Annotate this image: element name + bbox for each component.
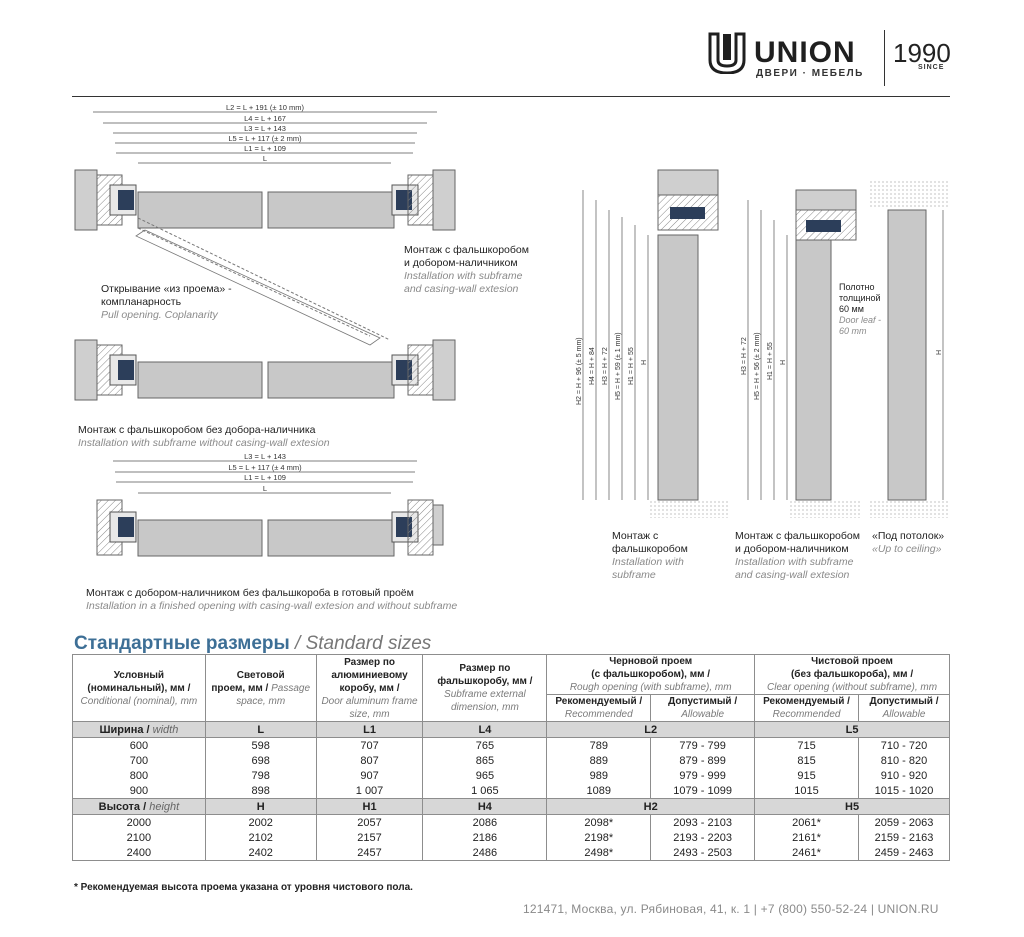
dim-c-h: H <box>936 350 943 355</box>
dim-mid-l5: L5 = L + 117 (± 4 mm) <box>228 463 302 472</box>
width-group-row: Ширина / width L L1 L4 L2 L5 <box>72 721 950 738</box>
dim-b-h5: H5 = H + 56 (± 2 mm) <box>754 332 761 400</box>
dim-mid-l: L <box>263 484 267 493</box>
section-title: Стандартные размеры / Standard sizes <box>74 633 432 654</box>
th-clear: Чистовой проем(без фальшкороба), мм /Cle… <box>754 654 950 695</box>
caption-vertical-ceiling: «Под потолок» «Up to ceiling» <box>872 530 945 555</box>
caption-casing-no-subframe: Монтаж с добором-наличником без фальшкор… <box>86 587 458 612</box>
dim-b-h3: H3 = H + 72 <box>741 337 748 375</box>
caption-vertical-subframe-casing: Монтаж с фальшкоробом и добором-наличник… <box>735 530 860 581</box>
dim-l3: L3 = L + 143 <box>244 124 286 133</box>
caption-pull-opening: Открывание «из проема» - компланарность … <box>101 283 232 321</box>
standard-sizes-table: Условный(номинальный), мм /Conditional (… <box>72 654 950 861</box>
dim-l5: L5 = L + 117 (± 2 mm) <box>228 134 302 143</box>
vertical-section-diagrams: H2 = H + 96 (± 5 mm) H4 = H + 84 H3 = H … <box>576 169 950 518</box>
footnote: * Рекомендуемая высота проема указана от… <box>74 882 413 893</box>
caption-subframe-no-casing: Монтаж с фальшкоробом без добора-налични… <box>78 424 330 449</box>
footer-contacts: 121471, Москва, ул. Рябиновая, 41, к. 1 … <box>523 902 939 916</box>
union-logo-mark <box>706 32 748 79</box>
th-clear-allowable: Допустимый /Allowable <box>858 694 950 722</box>
brand-year: 1990 <box>893 38 951 68</box>
brand-tagline: ДВЕРИ · МЕБЕЛЬ <box>756 68 864 79</box>
dim-b-h1: H1 = H + 55 <box>767 342 774 380</box>
header-rule <box>72 96 950 97</box>
caption-vertical-subframe: Монтаж с фальшкоробом Installation with … <box>612 530 688 581</box>
dim-h5: H5 = H + 59 (± 1 mm) <box>615 332 622 400</box>
dim-h2: H2 = H + 96 (± 5 mm) <box>576 337 583 405</box>
dim-h: H <box>641 360 648 365</box>
horizontal-section-diagrams: L2 = L + 191 (± 10 mm) L4 = L + 167 L3 =… <box>74 103 456 557</box>
diagram-casing-no-subframe <box>96 499 444 557</box>
diagram-subframe-no-casing <box>74 339 456 401</box>
th-rough: Черновой проем(с фальшкоробом), мм /Roug… <box>546 654 756 695</box>
th-rough-allowable: Допустимый /Allowable <box>650 694 756 722</box>
dim-l2: L2 = L + 191 (± 10 mm) <box>226 103 305 112</box>
dim-l1: L1 = L + 109 <box>244 144 286 153</box>
dim-mid-l1: L1 = L + 109 <box>244 473 286 482</box>
door-leaf-note: Полотно толщиной 60 мм Door leaf - 60 mm <box>838 281 883 338</box>
dim-b-h: H <box>780 360 787 365</box>
dim-h4: H4 = H + 84 <box>589 347 596 385</box>
brand-since: SINCE <box>918 64 945 71</box>
th-rough-recommended: Рекомендуемый /Recommended <box>546 694 652 722</box>
dim-l: L <box>263 154 267 163</box>
brand-name: UNION <box>754 36 856 69</box>
dim-h1: H1 = H + 55 <box>628 347 635 385</box>
logo-divider <box>884 30 885 86</box>
dim-l4: L4 = L + 167 <box>244 114 286 123</box>
diagram-subframe-casing <box>74 169 456 346</box>
caption-subframe-casing: Монтаж с фальшкоробом и добором-наличник… <box>404 244 529 295</box>
th-nominal: Условный(номинальный), мм /Conditional (… <box>72 654 206 722</box>
dim-h3: H3 = H + 72 <box>602 347 609 385</box>
th-clear-recommended: Рекомендуемый /Recommended <box>754 694 859 722</box>
dim-mid-l3: L3 = L + 143 <box>244 452 286 461</box>
height-group-row: Высота / height H H1 H4 H2 H5 <box>72 798 950 815</box>
